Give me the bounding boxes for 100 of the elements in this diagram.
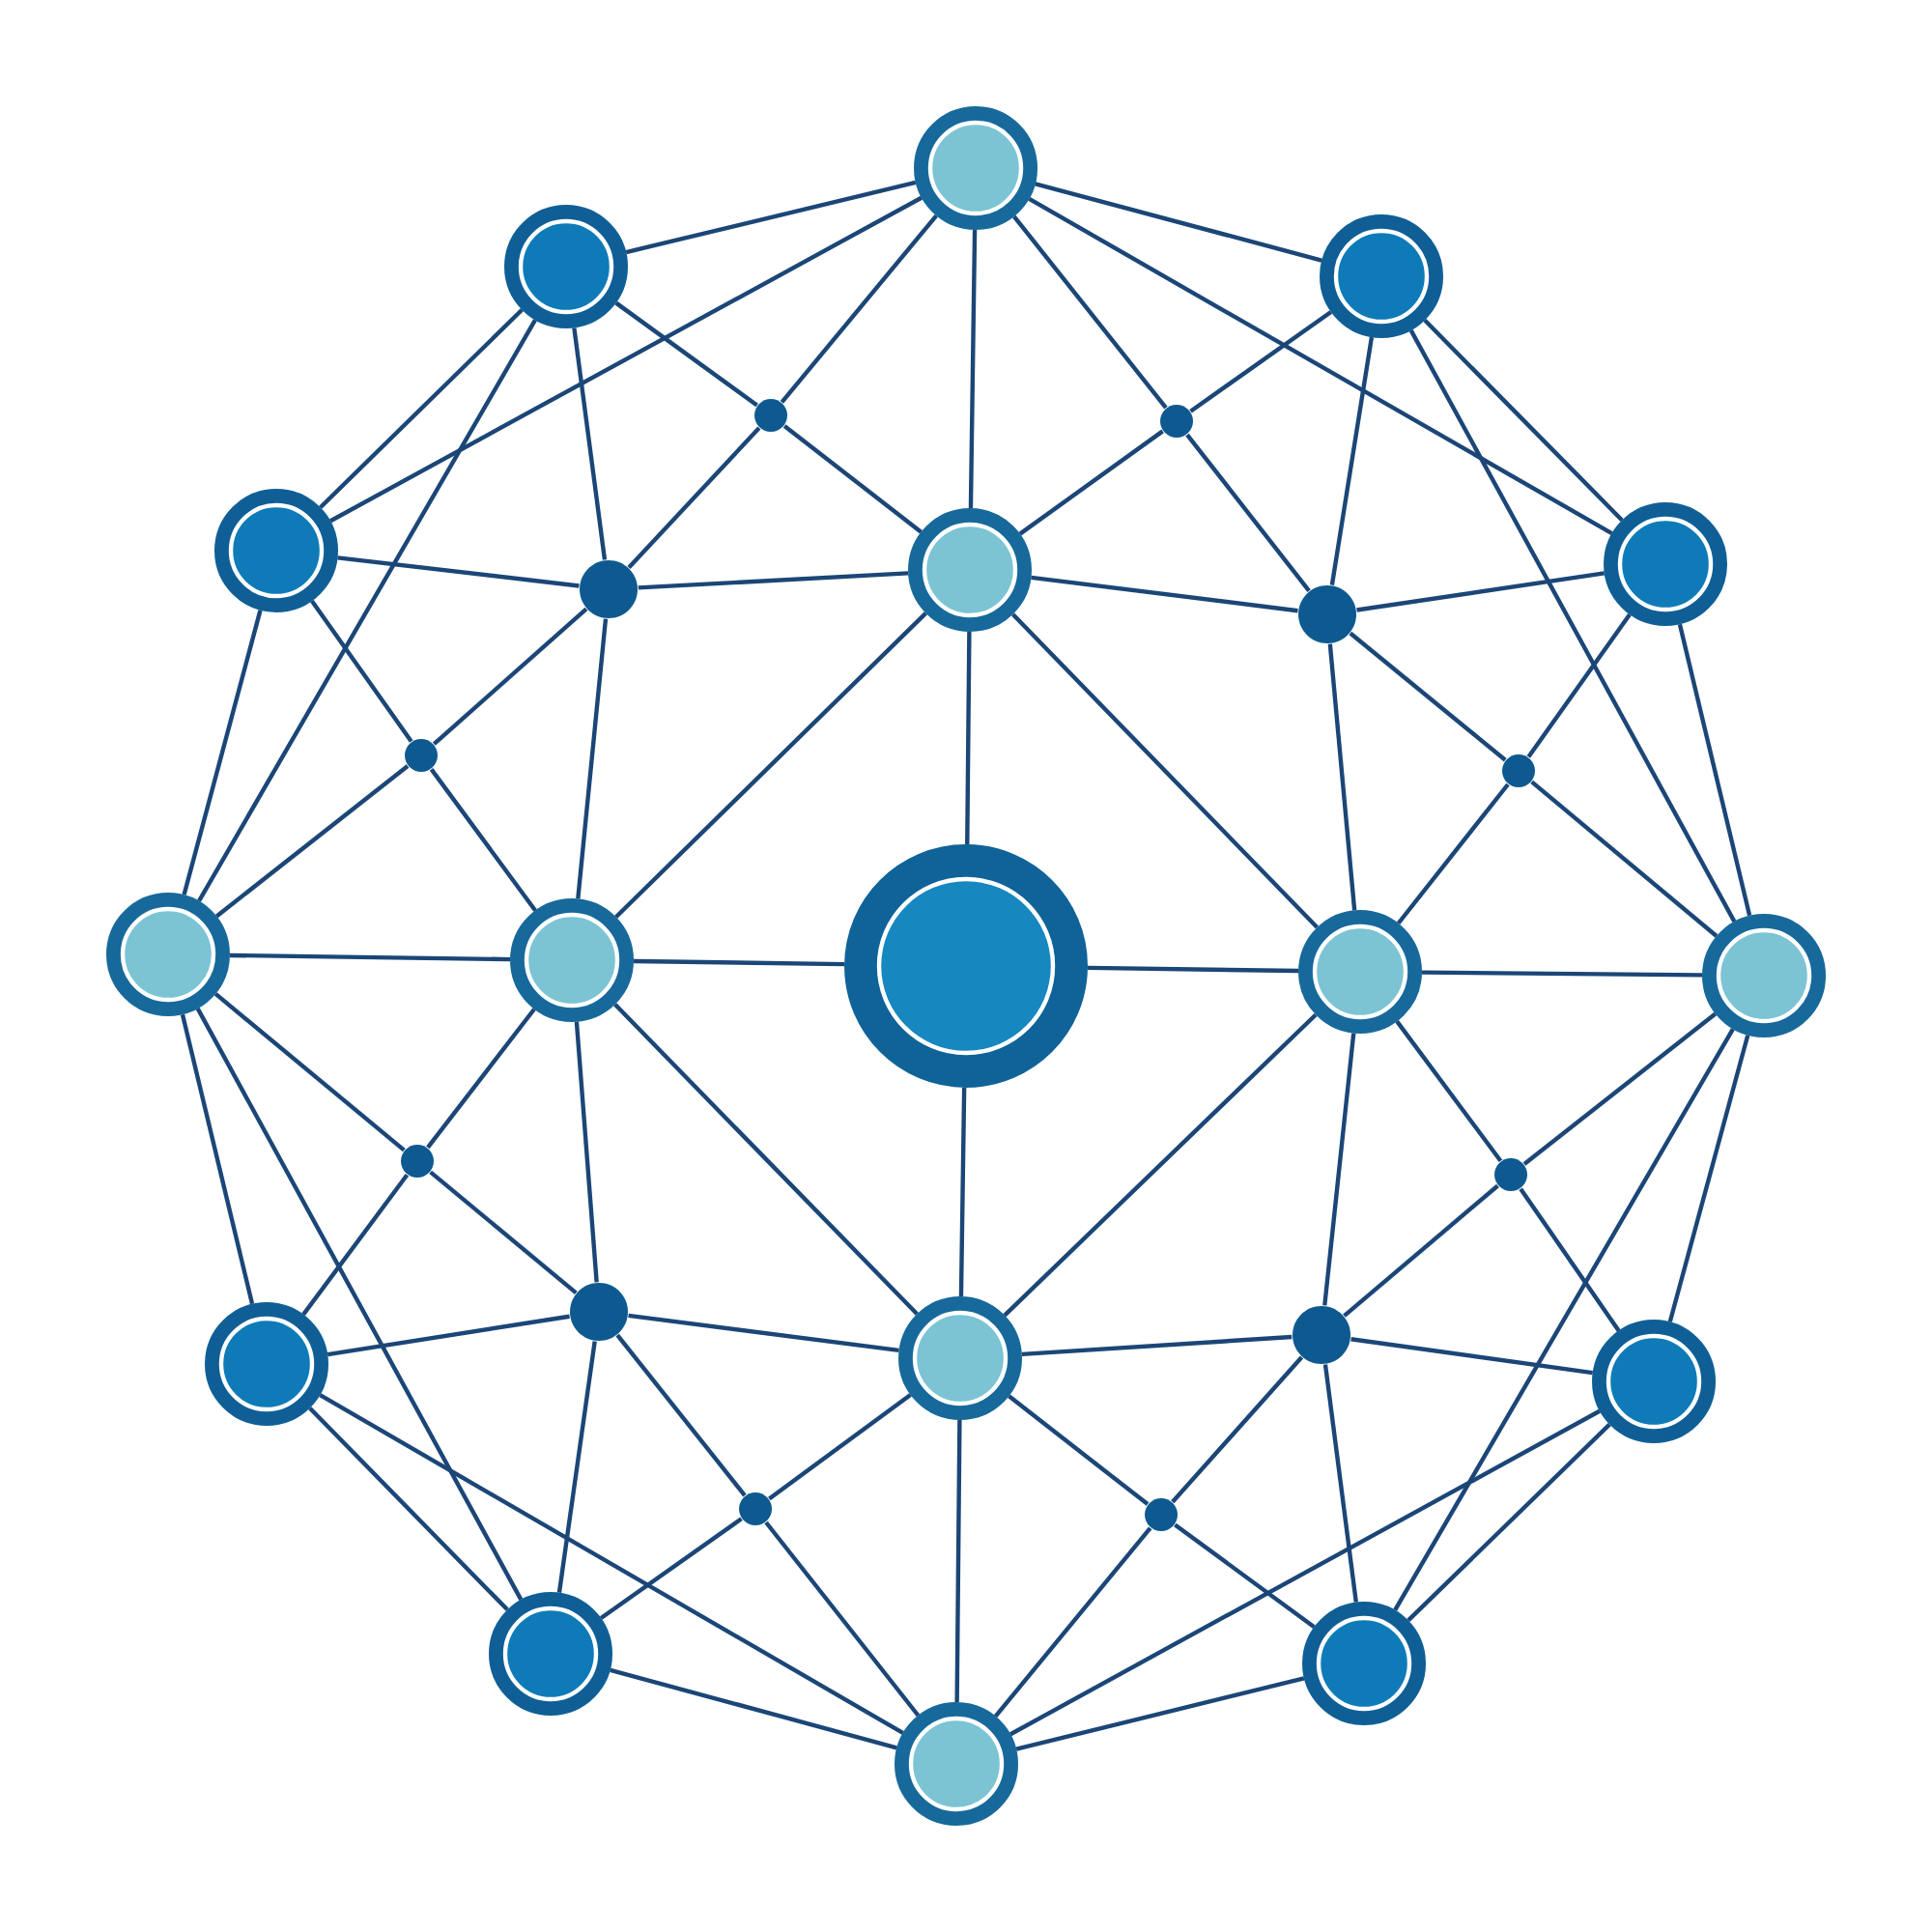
connector-line	[615, 1333, 747, 1497]
connector-line	[968, 229, 978, 509]
connector-line	[1393, 1028, 1735, 1611]
connector-line	[1009, 1408, 1601, 1737]
node-dot	[570, 1283, 628, 1341]
connector-line	[1349, 631, 1507, 762]
connector-line	[1530, 780, 1719, 938]
connector-line	[432, 607, 588, 746]
connector-line	[1395, 1020, 1503, 1163]
connector-line	[1174, 1522, 1316, 1629]
connector-line	[768, 1393, 912, 1501]
connector-line	[954, 1420, 962, 1703]
connector-line	[1519, 1187, 1621, 1332]
connector-line	[1667, 1035, 1750, 1322]
connector-line	[1522, 1011, 1718, 1166]
connector-line	[1028, 196, 1613, 536]
connector-line	[1035, 182, 1322, 263]
node-circle	[214, 489, 338, 612]
connector-line	[572, 327, 608, 560]
connector-line	[627, 426, 761, 569]
node-circle	[898, 1296, 1022, 1420]
connector-line	[319, 1393, 904, 1735]
connector-line	[993, 1526, 1152, 1718]
connector-line	[1003, 1012, 1318, 1318]
connector-line	[327, 1314, 570, 1357]
connector-line	[764, 1520, 921, 1718]
connector-line	[958, 1087, 967, 1297]
node-dot	[1160, 405, 1194, 438]
node-circle	[1320, 214, 1444, 338]
connector-line	[782, 424, 923, 534]
connector-line	[628, 1313, 899, 1353]
connector-line	[965, 631, 972, 845]
connector-line	[1327, 643, 1357, 911]
node-circle	[895, 1702, 1018, 1826]
connector-line	[337, 555, 580, 588]
connector-line	[633, 958, 845, 967]
connector-line	[638, 571, 909, 590]
connector-line	[576, 618, 609, 899]
node-dot	[739, 1492, 772, 1525]
connector-line	[429, 768, 537, 912]
connector-line	[1408, 329, 1737, 923]
connector-line	[213, 992, 406, 1152]
connector-line	[780, 213, 938, 404]
connector-line	[426, 1008, 536, 1150]
hub-circle	[844, 844, 1088, 1088]
connector-line	[197, 319, 537, 902]
node-dot	[580, 560, 638, 618]
connector-line	[229, 952, 511, 962]
connector-line	[1189, 310, 1333, 413]
node-circle	[106, 893, 230, 1016]
connector-line	[429, 1170, 578, 1295]
connector-line	[308, 1406, 509, 1611]
node-circle	[510, 898, 634, 1022]
connector-line	[1021, 1334, 1293, 1357]
node-circle	[914, 106, 1037, 230]
node-dot	[754, 399, 787, 432]
connector-line	[329, 195, 923, 524]
connector-line	[1322, 1364, 1358, 1603]
connector-line	[182, 610, 263, 895]
connector-line	[574, 1021, 599, 1283]
node-circle	[504, 205, 628, 328]
node-circle	[1302, 1602, 1426, 1725]
node-dot	[405, 739, 438, 772]
connector-line	[556, 1341, 597, 1593]
connector-line	[301, 1174, 410, 1316]
connector-line	[600, 1517, 743, 1620]
connector-line	[1018, 429, 1164, 536]
connector-line	[1012, 214, 1168, 410]
node-circle	[205, 1302, 328, 1426]
node-dot	[1293, 1306, 1351, 1364]
connector-line	[1396, 782, 1510, 925]
connector-line	[1343, 1183, 1499, 1318]
connector-line	[1677, 623, 1752, 917]
connector-line	[195, 1008, 524, 1601]
node-circle	[1702, 914, 1827, 1037]
node-dot	[1145, 1498, 1179, 1531]
connector-line	[1322, 1033, 1356, 1306]
connector-line	[613, 1003, 919, 1316]
node-circle	[489, 1592, 612, 1716]
node-circle	[1592, 1320, 1717, 1443]
connector-line	[1171, 1355, 1304, 1504]
node-circle	[1604, 502, 1728, 626]
connector-line	[1350, 1337, 1593, 1376]
connector-line	[310, 599, 413, 743]
connector-line	[610, 1667, 897, 1750]
node-circle	[1298, 910, 1422, 1034]
connector-line	[625, 180, 917, 255]
node-dot	[1298, 585, 1356, 643]
node-dot	[401, 1145, 434, 1178]
connector-line	[1031, 575, 1298, 613]
connector-line	[1356, 571, 1605, 612]
connector-line	[1015, 1676, 1305, 1751]
connector-line	[1088, 965, 1299, 974]
connector-line	[1406, 1423, 1611, 1622]
connector-line	[1185, 433, 1311, 593]
connector-line	[319, 308, 524, 509]
connector-line	[214, 764, 410, 919]
connector-line	[614, 300, 758, 408]
connector-line	[614, 611, 927, 919]
connector-line	[1329, 336, 1375, 585]
